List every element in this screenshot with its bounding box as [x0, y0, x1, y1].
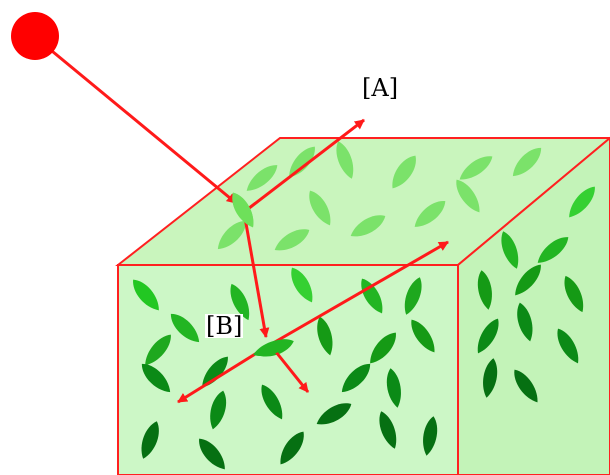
ray-a	[243, 118, 365, 214]
light-source-dot-icon	[11, 12, 59, 60]
ray-b-up	[267, 240, 449, 348]
canopy-box	[115, 136, 610, 475]
label-b: [B]	[205, 312, 244, 340]
ray-b-down	[274, 351, 310, 393]
box-front-face	[117, 264, 459, 475]
ray-down	[242, 211, 270, 338]
incoming-ray	[34, 35, 237, 205]
label-a: [A]	[362, 74, 399, 102]
ray-b-left	[177, 344, 269, 404]
